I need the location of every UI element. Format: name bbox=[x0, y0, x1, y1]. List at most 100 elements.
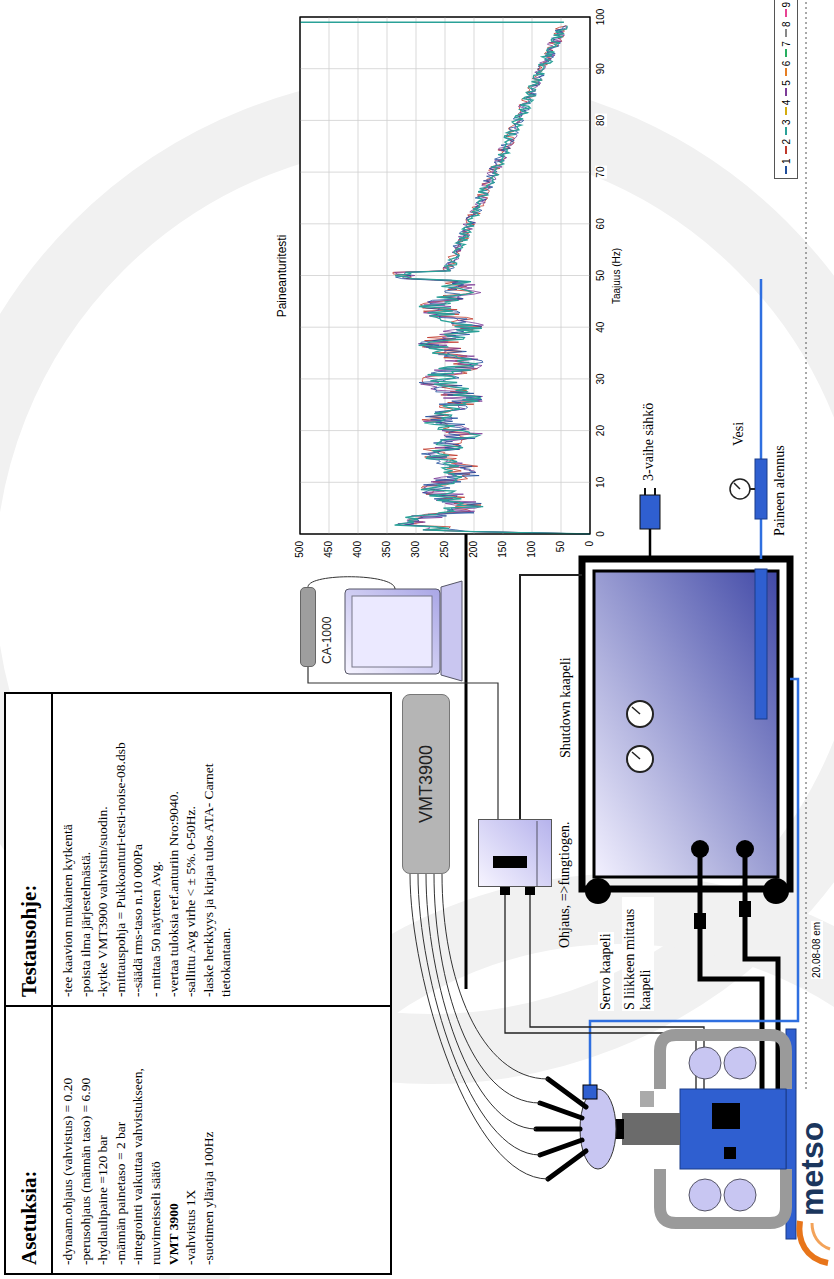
water-line-part bbox=[590, 679, 798, 1085]
axis-tick: 90 bbox=[595, 62, 607, 75]
sensor-wires bbox=[410, 874, 548, 1179]
node-text: VMT 3900 bbox=[165, 1015, 183, 1265]
legend-line bbox=[785, 10, 787, 18]
test-rig-part bbox=[689, 1047, 721, 1079]
sensor-leads-part bbox=[548, 1079, 586, 1107]
legend-line bbox=[785, 68, 787, 76]
axis-tick: 400 bbox=[352, 540, 364, 559]
chart-grid-part bbox=[358, 17, 359, 534]
control-unit-face-part bbox=[493, 856, 527, 868]
axis-tick: 250 bbox=[439, 540, 451, 559]
frequency-chart-part bbox=[300, 17, 590, 534]
chart-grid bbox=[300, 17, 590, 534]
laptop-part bbox=[352, 596, 432, 667]
chart-grid-part bbox=[329, 17, 330, 534]
axis-tick: 60 bbox=[595, 217, 607, 230]
cable-label: Servo kaapeli bbox=[598, 932, 614, 1011]
legend-line bbox=[785, 49, 787, 57]
power-unit-part bbox=[763, 878, 789, 904]
test-rig-part bbox=[689, 1179, 721, 1211]
axis-tick: 0 bbox=[595, 530, 607, 538]
connector-tab bbox=[525, 887, 535, 895]
legend-item: 2 bbox=[781, 139, 792, 155]
test-rig-part bbox=[622, 1113, 680, 1145]
test-rig-part bbox=[724, 1147, 736, 1159]
cable-label: Vesi bbox=[731, 421, 747, 447]
axis-tick: 70 bbox=[595, 166, 607, 179]
cable-label: 3-vaihe sähkö bbox=[641, 402, 657, 482]
cable-label: Shutdown kaapeli bbox=[558, 656, 574, 759]
control-unit-face bbox=[479, 821, 550, 886]
axis-tick: 30 bbox=[595, 372, 607, 385]
power-unit-part bbox=[627, 746, 653, 772]
power-unit-part bbox=[627, 701, 653, 727]
axis-tick: 200 bbox=[468, 540, 480, 559]
sensor-leads-part bbox=[548, 1151, 586, 1179]
axis-tick: 300 bbox=[410, 540, 422, 559]
sensor-leads-part bbox=[540, 1103, 582, 1118]
legend-item: 1 bbox=[781, 158, 792, 174]
test-rig-part bbox=[660, 1169, 786, 1223]
bench-line bbox=[465, 519, 468, 989]
hose-coupler bbox=[739, 901, 751, 917]
power-plug-part bbox=[644, 488, 646, 495]
laptop-part bbox=[441, 581, 462, 681]
control-cables-part bbox=[530, 893, 704, 1089]
test-rig-part bbox=[580, 1089, 616, 1169]
panel-heading: Asetuksia: bbox=[6, 1007, 53, 1273]
chart-legend: 123456789 bbox=[774, 0, 798, 179]
node-text: Ohjaus, =>fungtiogen. bbox=[557, 882, 573, 948]
test-rig-part bbox=[660, 1035, 786, 1089]
test-rig bbox=[580, 1029, 796, 1239]
node-text: -tee kaavion mukainen kytkentä bbox=[59, 702, 77, 997]
node-text: VMT3900 bbox=[416, 745, 437, 823]
node-text: -perusohjaus (männän taso) = 6.90 bbox=[77, 1015, 95, 1265]
legend-line bbox=[785, 146, 787, 154]
cable-label: S liikkeen mittaus kaapeli bbox=[622, 897, 654, 1011]
test-rig-part bbox=[640, 1091, 654, 1107]
sensor-wires-part bbox=[434, 874, 540, 1103]
power-unit-part bbox=[594, 571, 778, 877]
power-unit-part bbox=[582, 559, 790, 889]
chart-trace bbox=[393, 26, 590, 534]
legend-text: 9 bbox=[781, 2, 792, 8]
chart-trace bbox=[396, 26, 590, 534]
axis-tick: 450 bbox=[323, 540, 335, 559]
pressure-reducer-part bbox=[734, 483, 740, 489]
chart-title: Paineanturitesti bbox=[276, 234, 290, 319]
node-text: - mittaa 50 näytteen Avg. bbox=[147, 702, 165, 997]
pressure-reducer-part bbox=[730, 479, 750, 499]
power-plug bbox=[640, 488, 660, 559]
node-text: --säädä rms-taso n.10 000Pa bbox=[129, 702, 147, 997]
node-text: -sallittu Avg virhe < ± 5%. 0-50Hz. bbox=[182, 702, 200, 997]
logo-swoosh bbox=[812, 1223, 830, 1249]
legend-item: 5 bbox=[781, 80, 792, 96]
node-text: -kytke VMT3900 vahvistin/suodin. bbox=[94, 702, 112, 997]
chart-grid-part bbox=[300, 120, 590, 121]
water-line-part bbox=[760, 519, 763, 559]
node-text: -vahvistus 1X bbox=[182, 1015, 200, 1265]
water-line-part bbox=[760, 279, 763, 459]
axis-tick: 350 bbox=[381, 540, 393, 559]
legend-text: 6 bbox=[781, 61, 792, 67]
axis-tick: 20 bbox=[595, 424, 607, 437]
legend-line bbox=[785, 88, 787, 96]
power-unit-part bbox=[632, 707, 640, 714]
legend-line bbox=[785, 127, 787, 135]
node-text: -vertaa tuloksia ref.anturiin Nro:9040. bbox=[165, 702, 183, 997]
node-text: -mittauspohja = Pukkoanturi-testi-noise-… bbox=[112, 702, 130, 997]
legend-line bbox=[785, 107, 787, 115]
laptop-part bbox=[345, 589, 440, 674]
legend-item: 9 bbox=[781, 2, 792, 18]
water-line bbox=[590, 279, 798, 1085]
node-text: -hydlaulipaine =120 bar bbox=[94, 1015, 112, 1265]
sensor-leads-part bbox=[540, 1140, 582, 1155]
axis-title: Taajuus (Hz) bbox=[611, 247, 623, 305]
chart-grid-part bbox=[300, 172, 590, 173]
power-unit bbox=[582, 559, 790, 904]
legend-text: 2 bbox=[781, 139, 792, 145]
cable-label: Paineen alennus bbox=[772, 444, 788, 537]
node-text: -integrointi vaikuttaa vahvistukseen, ru… bbox=[129, 1015, 164, 1265]
axis-tick: 100 bbox=[526, 540, 538, 559]
legend-item: 6 bbox=[781, 61, 792, 77]
